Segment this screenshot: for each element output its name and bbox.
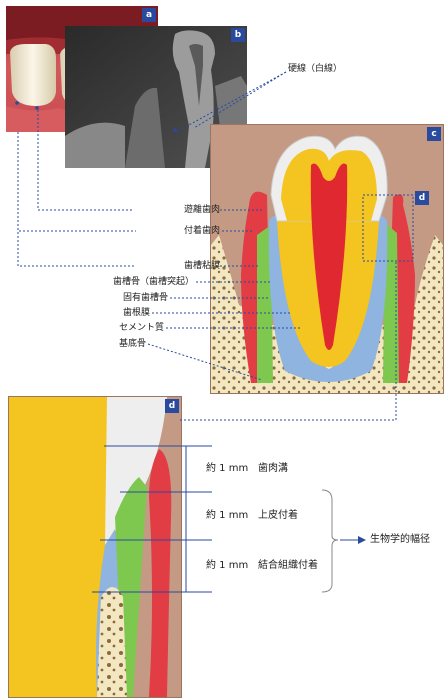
measurement-1-name: 歯肉溝 — [258, 463, 288, 474]
detail-illustration — [9, 397, 172, 697]
panel-b-badge: b — [231, 28, 245, 42]
label-pdl: 歯根膜 — [122, 308, 150, 318]
tooth-section-illustration — [211, 135, 443, 393]
panel-a-badge: a — [142, 8, 156, 22]
label-biologic-width: 生物学的幅径 — [370, 534, 430, 545]
tooth-crown-1 — [10, 44, 56, 106]
label-alveolar-mucosa: 歯槽粘膜 — [183, 261, 220, 271]
label-alveolar-bone: 歯槽骨（歯槽突起） — [112, 277, 194, 287]
panel-c-tooth-section: c d — [210, 124, 444, 394]
label-hardline: 硬線（白線） — [288, 64, 343, 74]
panel-c-badge: c — [427, 127, 441, 141]
panel-d-marker-badge: d — [415, 191, 429, 205]
measurement-2-name: 上皮付着 — [258, 510, 298, 521]
label-free-gingiva: 遊離歯肉 — [183, 205, 220, 215]
panel-d-detail: d — [8, 396, 182, 698]
measurement-2-value: 約 1 mm — [206, 510, 249, 521]
label-basal-bone: 基底骨 — [118, 339, 146, 349]
panel-d-badge: d — [165, 399, 179, 413]
measurement-3-value: 約 1 mm — [206, 560, 249, 571]
label-proper-alveolar-bone: 固有歯槽骨 — [122, 293, 168, 303]
detail-region-marker — [362, 194, 414, 262]
measurement-3-name: 結合組織付着 — [258, 560, 318, 571]
label-cementum: セメント質 — [119, 323, 164, 333]
measurement-1-value: 約 1 mm — [206, 463, 249, 474]
label-attached-gingiva: 付着歯肉 — [183, 226, 220, 236]
